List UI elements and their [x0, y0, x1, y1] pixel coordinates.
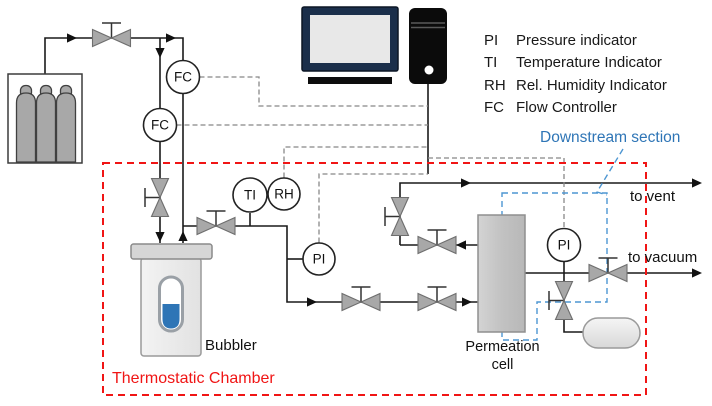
valve-bubbler-outlet [196, 210, 236, 236]
ti-label: TI [244, 187, 256, 203]
ti-circle [232, 177, 268, 213]
valve-cell-upper [417, 229, 457, 255]
fc-bottom-label: FC [151, 117, 169, 133]
bubbler-liquid [162, 304, 180, 329]
to-vacuum-label: to vacuum [628, 249, 698, 266]
arrow-right-icon [307, 297, 317, 307]
fc-bottom-circle [142, 107, 178, 143]
permeation-cell-label-line1: Permeation [465, 339, 540, 355]
permeation-cell-label: Permeation cell [455, 338, 550, 374]
signal-lines [176, 76, 565, 243]
arrow-right-icon [692, 268, 702, 278]
legend-desc: Flow Controller [516, 99, 617, 117]
computer [301, 6, 447, 84]
pi-downstream-circle [546, 227, 582, 263]
arrow-up-icon [178, 231, 188, 241]
fc-top-circle [165, 59, 201, 95]
legend-row-ti: TI Temperature Indicator [484, 52, 667, 74]
permeation-cell-body [477, 214, 526, 333]
arrow-right-icon [692, 178, 702, 188]
legend-abbr: RH [484, 76, 506, 94]
signal-pi1 [318, 173, 428, 243]
valve-supply [91, 22, 132, 48]
pi-downstream-label: PI [557, 237, 571, 253]
signal-pi2 [428, 157, 565, 229]
rh-circle [267, 177, 301, 211]
bubbler-lid [130, 243, 213, 260]
valve-pump-branch [548, 280, 574, 321]
permeation-cell-label-line2: cell [491, 357, 514, 373]
thermostatic-chamber-label: Thermostatic Chamber [112, 370, 275, 387]
legend-row-pi: PI Pressure indicator [484, 30, 667, 52]
legend-abbr: FC [484, 99, 504, 117]
monitor-stand [308, 77, 392, 84]
legend-desc: Temperature Indicator [516, 54, 662, 72]
valve-vent-branch [384, 196, 410, 237]
legend-row-rh: RH Rel. Humidity Indicator [484, 75, 667, 97]
downstream-leader-line [595, 148, 624, 196]
valve-bubbler-inlet [144, 177, 170, 218]
pi-chamber-circle [302, 242, 336, 276]
downstream-section-label: Downstream section [540, 129, 681, 146]
downstream-boundary-outline [501, 192, 608, 341]
gas-cylinder-cabinet [7, 73, 83, 164]
rh-label: RH [274, 186, 294, 202]
legend-desc: Rel. Humidity Indicator [516, 76, 667, 94]
bubbler-label: Bubbler [205, 337, 257, 354]
instrument-circles [142, 59, 582, 276]
downstream-boundary [501, 148, 624, 341]
tower-power-button [424, 65, 434, 75]
signal-rh [283, 146, 428, 178]
pi-chamber-label: PI [312, 251, 326, 267]
gas-cylinder [35, 92, 57, 163]
arrow-right-icon [461, 178, 471, 188]
valve-feed-2 [417, 286, 457, 312]
fc-top-label: FC [174, 69, 192, 85]
legend-row-fc: FC Flow Controller [484, 97, 667, 119]
legend-abbr: PI [484, 32, 499, 49]
thermostatic-chamber-boundary [102, 162, 647, 396]
valve-vacuum [588, 257, 628, 283]
arrow-down-icon [155, 48, 165, 58]
signal-fc1 [199, 76, 428, 107]
valve-feed-1 [341, 286, 381, 312]
arrow-right-icon [67, 33, 77, 43]
arrow-right-icon [166, 33, 176, 43]
arrow-right-icon [462, 297, 472, 307]
to-vent-label: to vent [630, 188, 676, 205]
arrow-down-icon [155, 232, 165, 242]
gas-cylinders [15, 84, 77, 163]
legend-desc: Pressure indicator [516, 32, 637, 49]
legend-abbr: TI [484, 54, 498, 72]
gas-cylinder [15, 92, 37, 163]
arrow-left-icon [456, 240, 466, 250]
gas-cylinder [55, 92, 77, 163]
pump-vessel [582, 317, 641, 349]
monitor-screen [310, 15, 390, 63]
legend: PI Pressure indicator TI Temperature Ind… [484, 30, 667, 120]
bubbler-vessel [130, 243, 213, 357]
